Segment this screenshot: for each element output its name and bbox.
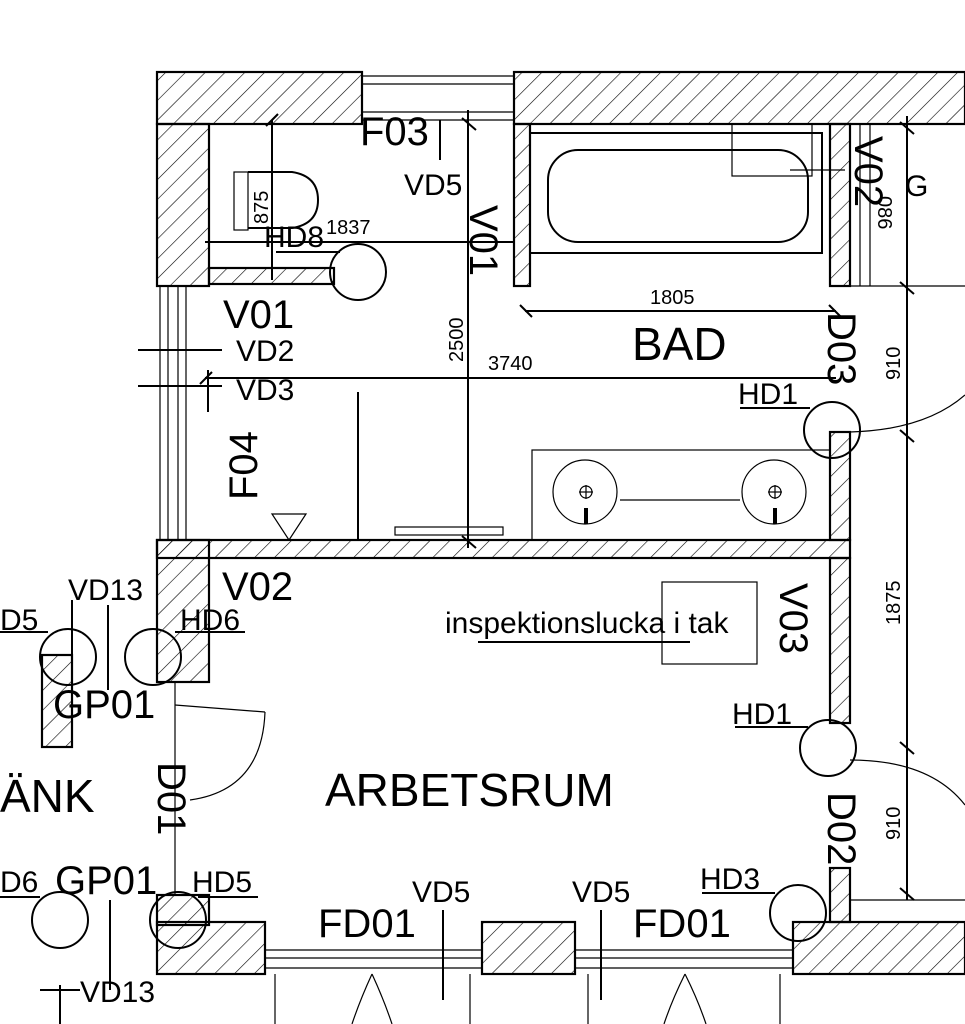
inspection-hatch	[661, 581, 758, 665]
label-vd2: VD2	[236, 335, 294, 368]
room-arbetsrum: ARBETSRUM	[325, 764, 614, 816]
label-gp01-top: GP01	[53, 683, 155, 727]
doors	[174, 124, 965, 923]
dim-3740: 3740	[488, 353, 533, 375]
dim-1805: 1805	[650, 287, 695, 309]
fixtures	[233, 123, 845, 665]
room-left-partial: ÄNK	[0, 770, 95, 822]
label-hd5-left: D5	[0, 604, 38, 637]
label-gp01-bottom: GP01	[55, 859, 157, 903]
label-hd3: HD3	[700, 863, 760, 896]
label-fd01-right: FD01	[633, 902, 731, 946]
toilet	[233, 171, 320, 231]
dimension-lines	[40, 110, 915, 1024]
label-vd13-top: VD13	[68, 574, 143, 607]
dim-1875: 1875	[883, 581, 905, 626]
label-v03: V03	[771, 583, 815, 654]
label-vd13-bottom: VD13	[80, 976, 155, 1009]
dimension-labels: 875 1837 2500 1805 3740 910 1875 910 086	[251, 191, 905, 840]
inspection-note: inspektionslucka i tak	[445, 607, 729, 640]
label-f03: F03	[360, 110, 429, 154]
dim-2500: 2500	[446, 318, 468, 363]
label-hd6-partial: D6	[0, 866, 38, 899]
sink-counter	[531, 449, 831, 541]
label-vd5-right: VD5	[572, 876, 630, 909]
label-f04: F04	[222, 431, 266, 500]
label-vd5-top: VD5	[404, 169, 462, 202]
label-v02-top-right: V02	[846, 136, 890, 207]
dim-875: 875	[251, 191, 273, 224]
bathtub	[529, 123, 845, 254]
windows	[159, 75, 793, 1024]
label-d03: D03	[819, 312, 863, 385]
label-vd5-left: VD5	[412, 876, 470, 909]
label-g: G	[905, 170, 928, 203]
label-fd01-left: FD01	[318, 902, 416, 946]
dim-086: 086	[873, 196, 895, 229]
label-hd1-lower: HD1	[732, 698, 792, 731]
dim-1837: 1837	[326, 217, 371, 239]
label-d02: D02	[819, 792, 863, 865]
label-hd6: HD6	[180, 604, 240, 637]
dim-910-top: 910	[883, 347, 905, 380]
hd-circles	[0, 243, 861, 949]
label-d01: D01	[149, 762, 193, 835]
dim-910-bottom: 910	[883, 807, 905, 840]
labels: BAD ARBETSRUM ÄNK inspektionslucka i tak…	[0, 110, 928, 1009]
label-hd1-upper: HD1	[738, 378, 798, 411]
label-vd3: VD3	[236, 374, 294, 407]
label-v01-vertical: V01	[461, 205, 505, 276]
room-bad: BAD	[632, 318, 727, 370]
walls	[40, 70, 965, 976]
label-v01-left: V01	[223, 293, 294, 337]
label-hd5: HD5	[192, 866, 252, 899]
label-hd8: HD8	[264, 221, 324, 254]
label-v02-mid: V02	[222, 565, 293, 609]
